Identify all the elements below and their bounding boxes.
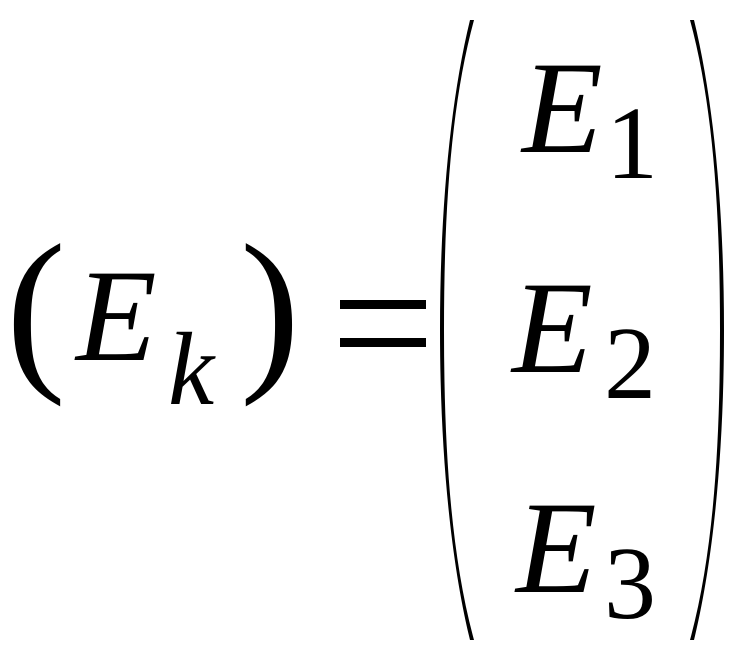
matrix-right-paren-icon (690, 20, 724, 640)
entry-1-symbol: E (522, 34, 603, 181)
lhs-open-paren: ( (6, 208, 66, 407)
matrix-left-paren-icon (440, 20, 474, 640)
equals-bar-bottom (340, 338, 426, 347)
entry-3-symbol: E (516, 474, 597, 621)
lhs-close-paren: ) (240, 208, 300, 407)
entry-1-subscript: 1 (606, 86, 658, 201)
equals-bar-top (340, 300, 426, 309)
entry-2-symbol: E (512, 254, 593, 401)
entry-2-subscript: 2 (604, 306, 656, 421)
entry-3-subscript: 3 (604, 526, 656, 641)
lhs-subscript: k (168, 312, 215, 427)
lhs-symbol: E (76, 242, 157, 389)
